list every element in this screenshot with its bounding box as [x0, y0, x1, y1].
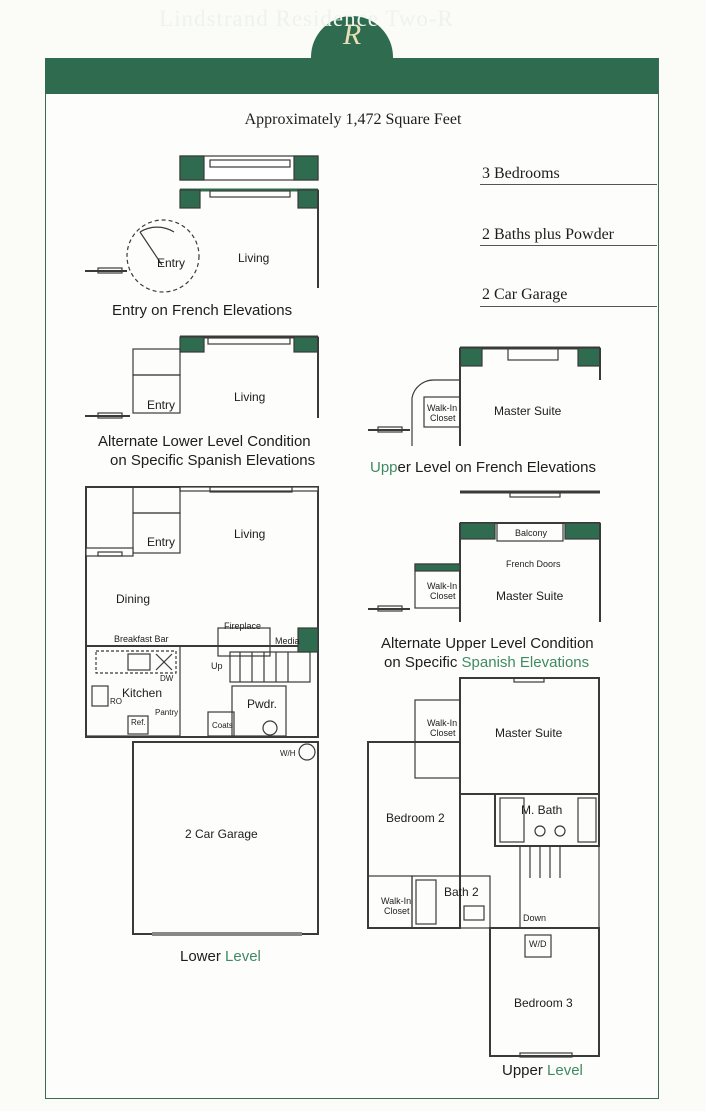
label-living: Living — [238, 251, 270, 265]
label-pantry: Pantry — [155, 708, 179, 717]
label-closet: Closet — [430, 413, 456, 423]
feature-underline — [480, 245, 657, 246]
feature-underline — [480, 306, 657, 307]
label-living: Living — [234, 527, 266, 541]
label-master-suite: Master Suite — [494, 404, 562, 418]
monogram: R — [342, 18, 362, 51]
label-dw: DW — [160, 674, 174, 683]
caption-upper-french: Upper Level on French Elevations — [370, 459, 596, 476]
plan-alt-upper — [368, 490, 601, 622]
label-bedroom-3: Bedroom 3 — [514, 996, 573, 1010]
label-walk-in: Walk-In — [427, 718, 458, 728]
caption-alt-upper-2: on Specific Spanish Elevations — [384, 654, 590, 671]
label-closet: Closet — [430, 728, 456, 738]
label-breakfast-bar: Breakfast Bar — [114, 634, 169, 644]
label-ro: RO — [110, 697, 122, 706]
label-bath-2: Bath 2 — [444, 885, 479, 899]
plan-lower-level — [85, 486, 319, 936]
caption-alt-upper-1: Alternate Upper Level Condition — [381, 635, 594, 652]
caption-lower-level: Lower Level — [180, 948, 261, 965]
caption-alt-lower-1: Alternate Lower Level Condition — [98, 433, 311, 450]
label-kitchen: Kitchen — [122, 686, 163, 700]
floorplan-sheet — [45, 58, 659, 1099]
label-garage: 2 Car Garage — [185, 827, 258, 841]
label-entry: Entry — [157, 256, 186, 270]
label-walk-in: Walk-In — [427, 403, 458, 413]
square-feet: Approximately 1,472 Square Feet — [244, 111, 462, 128]
plan-alt-lower — [85, 335, 319, 419]
label-walk-in: Walk-In — [381, 896, 412, 906]
label-wh: W/H — [280, 749, 296, 758]
feature-underline — [480, 184, 657, 185]
plan-upper-level — [367, 677, 600, 1058]
label-up: Up — [211, 661, 223, 671]
label-master-suite: Master Suite — [496, 589, 564, 603]
title-banner — [45, 58, 658, 94]
plan-upper-french — [368, 346, 601, 446]
label-dining: Dining — [116, 592, 151, 606]
label-entry: Entry — [147, 398, 176, 412]
feature-garage: 2 Car Garage — [482, 286, 568, 303]
label-bedroom-2: Bedroom 2 — [386, 811, 445, 825]
label-closet: Closet — [430, 591, 456, 601]
caption-entry-french: Entry on French Elevations — [112, 302, 293, 319]
label-balcony: Balcony — [515, 528, 548, 538]
label-media: Media — [275, 636, 300, 646]
label-coats: Coats — [212, 721, 233, 730]
label-french-doors: French Doors — [506, 559, 561, 569]
label-walk-in: Walk-In — [427, 581, 458, 591]
caption-upper-level: Upper Level — [502, 1062, 583, 1079]
label-pwdr: Pwdr. — [247, 697, 278, 711]
label-living: Living — [234, 390, 266, 404]
feature-bedrooms: 3 Bedrooms — [482, 165, 560, 182]
label-entry: Entry — [147, 535, 176, 549]
feature-baths: 2 Baths plus Powder — [482, 226, 614, 243]
page-title: Lindstrand Residence Two-R — [159, 6, 454, 31]
plan-entry-french — [85, 155, 319, 293]
label-fireplace: Fireplace — [224, 621, 262, 631]
label-wd: W/D — [529, 939, 547, 949]
label-master-suite: Master Suite — [495, 726, 563, 740]
label-ref: Ref. — [131, 718, 146, 727]
caption-alt-lower-2: on Specific Spanish Elevations — [110, 452, 316, 469]
label-m-bath: M. Bath — [521, 803, 563, 817]
label-down: Down — [523, 913, 547, 923]
label-closet: Closet — [384, 906, 410, 916]
